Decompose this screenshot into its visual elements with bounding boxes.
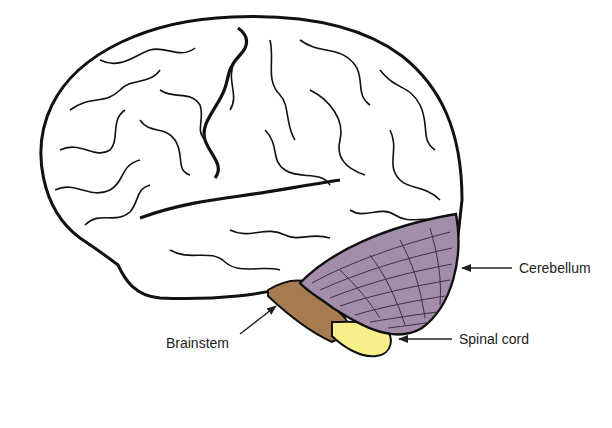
part-label: Spinal cord [458,331,530,347]
leader-arrows [240,268,512,339]
sulci [140,28,340,218]
cerebellum-folia [312,228,452,328]
cerebellum [300,214,458,334]
part-label: Brainstem [165,335,230,351]
part-label: Cerebellum [518,260,592,276]
